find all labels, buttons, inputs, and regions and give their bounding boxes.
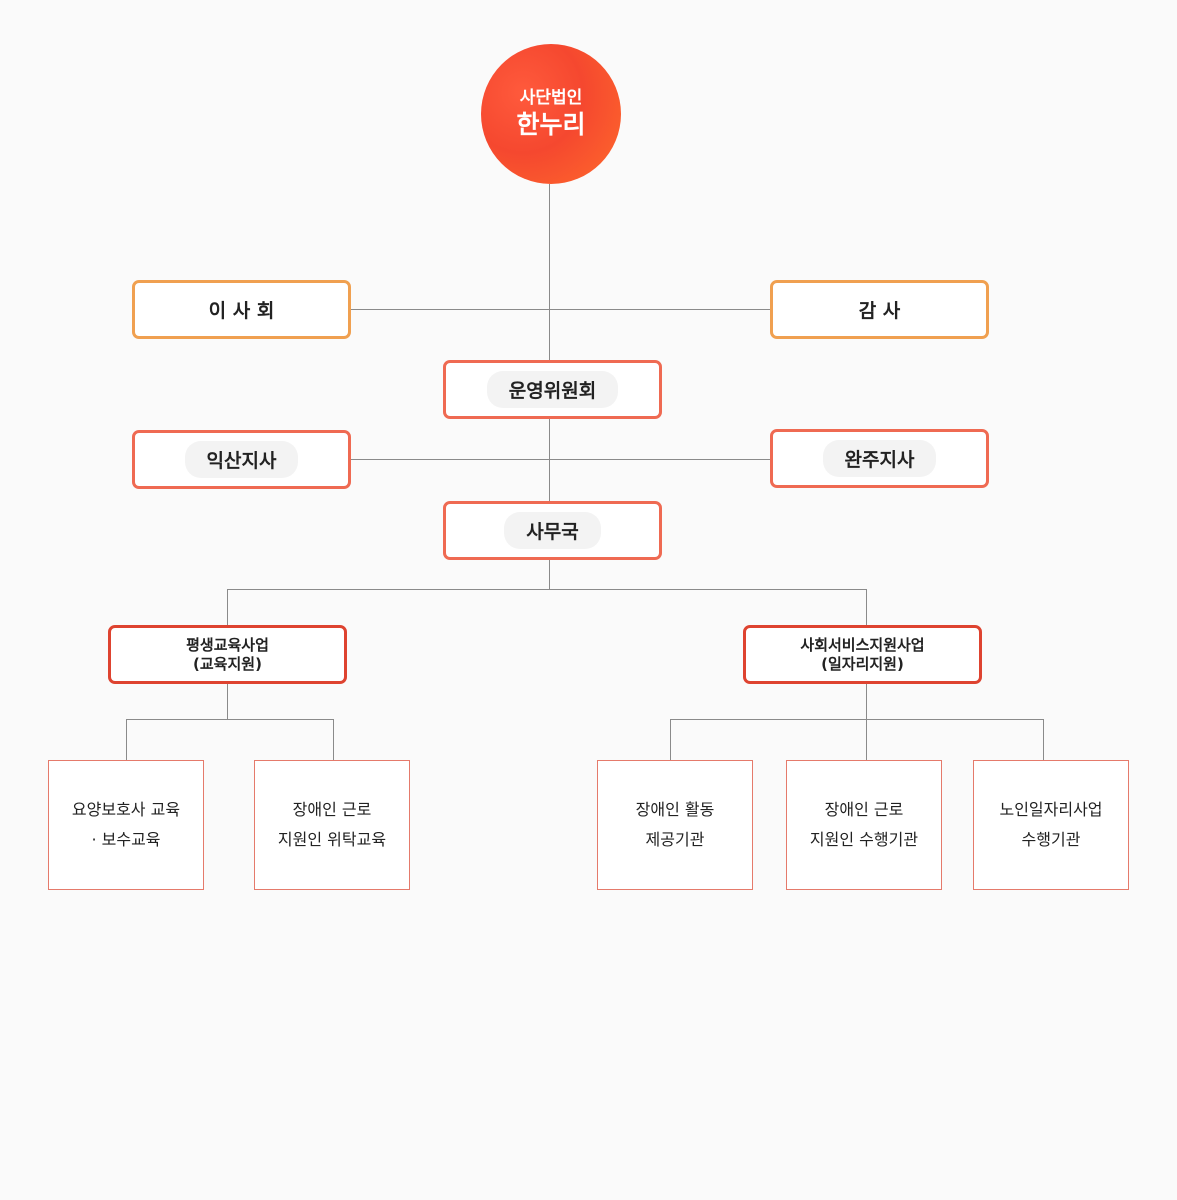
leaf-line1: 요양보호사 교육 [71,800,181,819]
connector-division-right [866,589,867,626]
leaf-senior-jobs-agency: 노인일자리사업 수행기관 [973,760,1129,890]
board-box: 이 사 회 [132,280,351,339]
audit-label: 감 사 [858,300,901,322]
committee-box: 운영위원회 [443,360,662,419]
branch-wanju-box: 완주지사 [770,429,989,488]
division-social-service-line2: (일자리지원) [821,654,904,673]
leaf-line1: 장애인 근로 [824,800,904,819]
connector-board-audit [350,309,771,310]
connector-secretariat-down [549,559,550,589]
committee-label: 운영위원회 [486,371,619,408]
branch-iksan-box: 익산지사 [132,430,351,489]
secretariat-box: 사무국 [443,501,662,560]
division-social-service-line1: 사회서비스지원사업 [800,635,925,654]
connector-left-bar [126,719,334,720]
leaf-line1: 노인일자리사업 [999,800,1103,819]
leaf-line1: 장애인 활동 [635,800,715,819]
secretariat-label: 사무국 [504,512,601,549]
leaf-line2: · 보수교육 [91,830,161,849]
leaf-work-assistant-training: 장애인 근로 지원인 위탁교육 [254,760,410,890]
leaf-line1: 장애인 근로 [292,800,372,819]
connector-committee-secretariat [549,418,550,502]
audit-box: 감 사 [770,280,989,339]
connector-division-left [227,589,228,626]
connector-leaf-1 [126,719,127,760]
connector-left-down [227,683,228,719]
leaf-line2: 지원인 위탁교육 [277,830,387,849]
organization-root-circle: 사단법인 한누리 [481,44,621,184]
division-education-line2: (교육지원) [193,654,262,673]
division-education-box: 평생교육사업 (교육지원) [108,625,347,684]
connector-divisions-bar [227,589,867,590]
connector-leaf-2 [333,719,334,760]
leaf-activity-support-provider: 장애인 활동 제공기관 [597,760,753,890]
division-social-service-box: 사회서비스지원사업 (일자리지원) [743,625,982,684]
leaf-caregiver-education: 요양보호사 교육 · 보수교육 [48,760,204,890]
connector-leaf-3 [670,719,671,760]
root-title: 한누리 [516,110,586,139]
division-education-line1: 평생교육사업 [186,635,269,654]
leaf-line2: 제공기관 [645,830,705,849]
leaf-line2: 수행기관 [1021,830,1081,849]
connector-right-down [866,683,867,760]
branch-iksan-label: 익산지사 [184,441,299,478]
connector-right-bar [670,719,1044,720]
connector-branches [350,459,771,460]
branch-wanju-label: 완주지사 [822,440,937,477]
connector-root-trunk [549,184,550,361]
board-label: 이 사 회 [208,300,275,322]
connector-leaf-5 [1043,719,1044,760]
leaf-line2: 지원인 수행기관 [809,830,919,849]
root-subtitle: 사단법인 [519,88,583,108]
leaf-work-assistant-agency: 장애인 근로 지원인 수행기관 [786,760,942,890]
